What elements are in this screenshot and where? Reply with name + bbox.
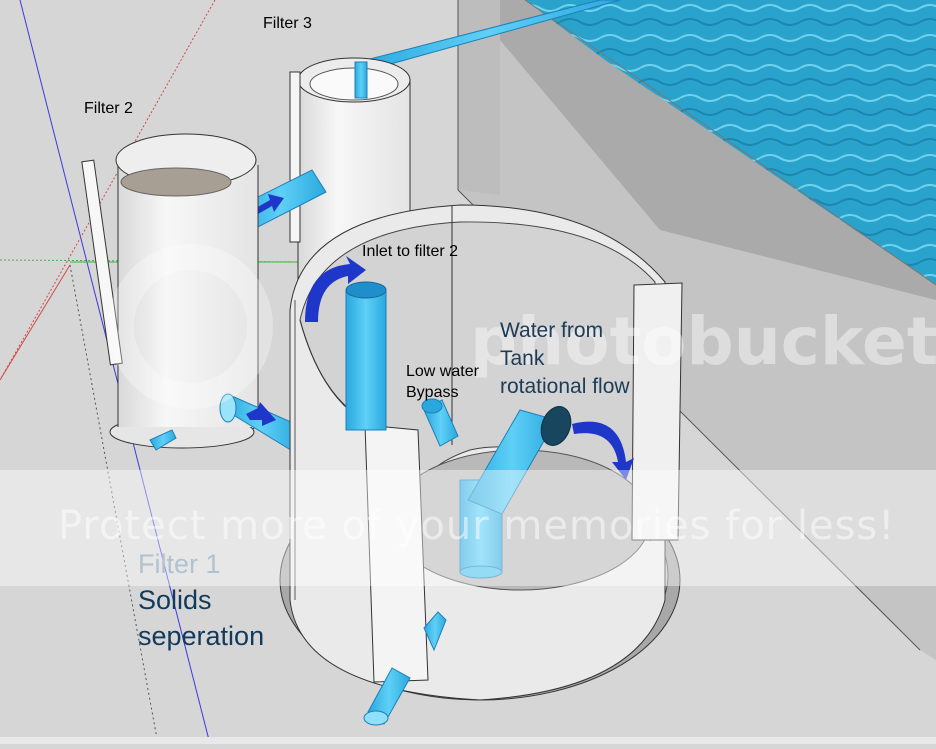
watermark-text: Protect more of your memories for less! [58, 503, 896, 549]
low-water-label-line1: Low water [406, 363, 479, 380]
watermark-logo: photobucket [470, 303, 936, 380]
tank-inlet-pipe [459, 406, 572, 579]
arrow-icon [256, 194, 284, 214]
water-label-line2: Tank [500, 347, 545, 370]
bottom-outlet-pipe [363, 611, 447, 726]
filter-1-label: Filter 1 Solids seperation [138, 546, 264, 654]
inlet-label: Inlet to filter 2 [362, 243, 459, 260]
watermark-logo-ring [108, 244, 273, 409]
filter-3-label: Filter 3 [263, 15, 312, 32]
filter-1-label-line2: Solids [138, 585, 212, 615]
low-water-bypass-label: Low water Bypass [406, 361, 479, 403]
filter-1-label-line1: Filter 1 [138, 549, 221, 579]
filter-2-label: Filter 2 [84, 100, 133, 117]
water-label-line1: Water from [500, 319, 604, 342]
water-label-line3: rotational flow [500, 375, 630, 398]
water-from-tank-label: Water from Tank rotational flow [500, 317, 630, 401]
bottom-strip [0, 737, 936, 744]
inlet-pipe [345, 281, 387, 431]
curved-arrow-icon [305, 256, 366, 322]
low-water-bypass-pipe [421, 398, 459, 447]
filter-1-label-line3: seperation [138, 621, 265, 651]
watermark-band [0, 470, 936, 586]
curved-arrow-icon [572, 421, 634, 480]
arrow-icon [246, 402, 276, 426]
low-water-label-line2: Bypass [406, 384, 459, 401]
